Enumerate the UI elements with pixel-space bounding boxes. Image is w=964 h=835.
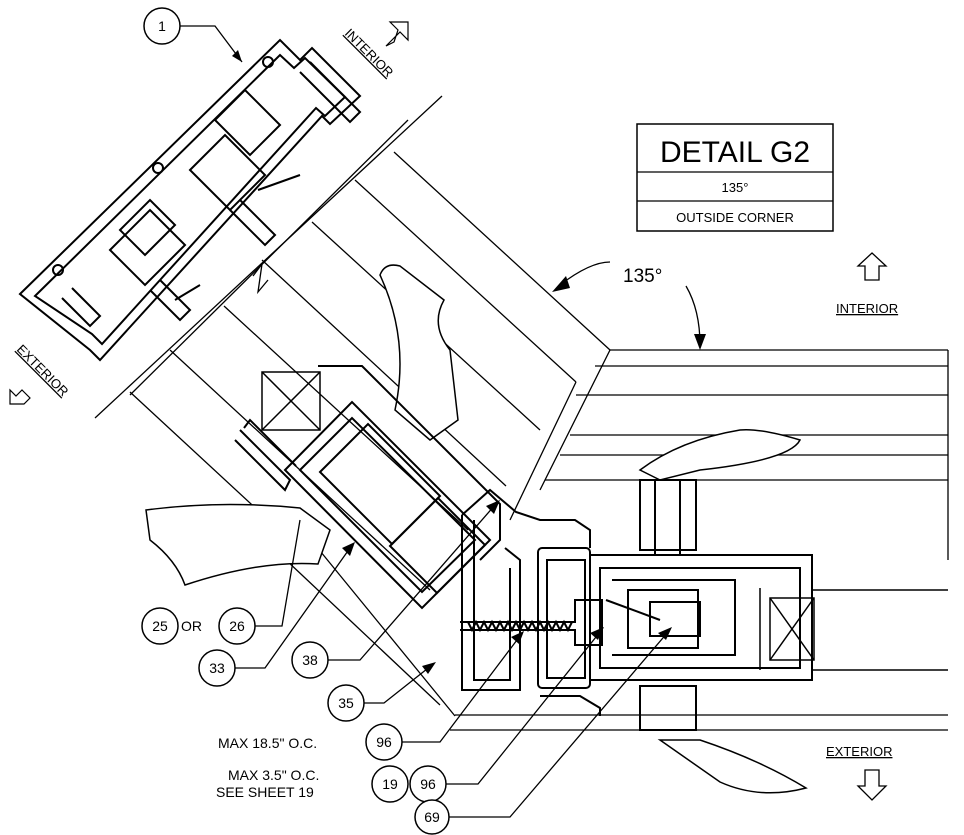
gasket-shapes xyxy=(145,264,808,794)
svg-text:EXTERIOR: EXTERIOR xyxy=(826,744,892,759)
glazing-right xyxy=(759,568,948,671)
callout-38: 38 xyxy=(291,500,500,679)
angle-dimension: 135° xyxy=(552,261,706,350)
svg-text:35: 35 xyxy=(338,695,354,711)
callout-25-26: 25 OR 26 xyxy=(141,519,301,645)
callout-35: 35 xyxy=(327,662,436,722)
svg-text:135°: 135° xyxy=(623,266,662,287)
svg-text:SEE SHEET 19: SEE SHEET 19 xyxy=(216,784,314,800)
svg-text:MAX 18.5" O.C.: MAX 18.5" O.C. xyxy=(218,735,317,751)
interior-arrow-top: INTERIOR xyxy=(342,21,409,81)
callout-69: 69 xyxy=(414,627,672,835)
svg-text:19: 19 xyxy=(382,776,398,792)
callout-33: 33 xyxy=(198,542,355,687)
interior-arrow-right: INTERIOR xyxy=(836,252,898,316)
mullion-profile-rotated xyxy=(18,38,362,362)
corner-mullion xyxy=(460,479,813,731)
svg-text:69: 69 xyxy=(424,809,440,825)
svg-text:26: 26 xyxy=(229,618,245,634)
svg-text:33: 33 xyxy=(209,660,225,676)
glass-lines-right xyxy=(450,349,949,731)
svg-text:25: 25 xyxy=(152,618,168,634)
detail-subtitle: OUTSIDE CORNER xyxy=(676,210,794,225)
svg-text:INTERIOR: INTERIOR xyxy=(836,301,898,316)
svg-text:OR: OR xyxy=(181,618,202,634)
svg-text:1: 1 xyxy=(158,18,166,34)
exterior-arrow-left: EXTERIOR xyxy=(9,342,71,405)
callout-1: 1 xyxy=(143,7,243,63)
setting-block-x xyxy=(261,371,321,431)
mullion-section-left xyxy=(234,365,501,610)
detail-angle: 135° xyxy=(722,180,749,195)
exterior-arrow-right: EXTERIOR xyxy=(826,744,892,801)
callout-19-96: MAX 3.5" O.C. SEE SHEET 19 19 96 xyxy=(216,627,604,803)
detail-title-block: DETAIL G2 135° OUTSIDE CORNER xyxy=(636,123,834,232)
svg-text:MAX 3.5" O.C.: MAX 3.5" O.C. xyxy=(228,767,319,783)
svg-text:INTERIOR: INTERIOR xyxy=(342,26,397,81)
svg-text:38: 38 xyxy=(302,652,318,668)
callout-96-a: MAX 18.5" O.C. 96 xyxy=(218,631,524,761)
detail-title: DETAIL G2 xyxy=(660,136,810,169)
svg-text:96: 96 xyxy=(376,734,392,750)
svg-text:96: 96 xyxy=(420,776,436,792)
